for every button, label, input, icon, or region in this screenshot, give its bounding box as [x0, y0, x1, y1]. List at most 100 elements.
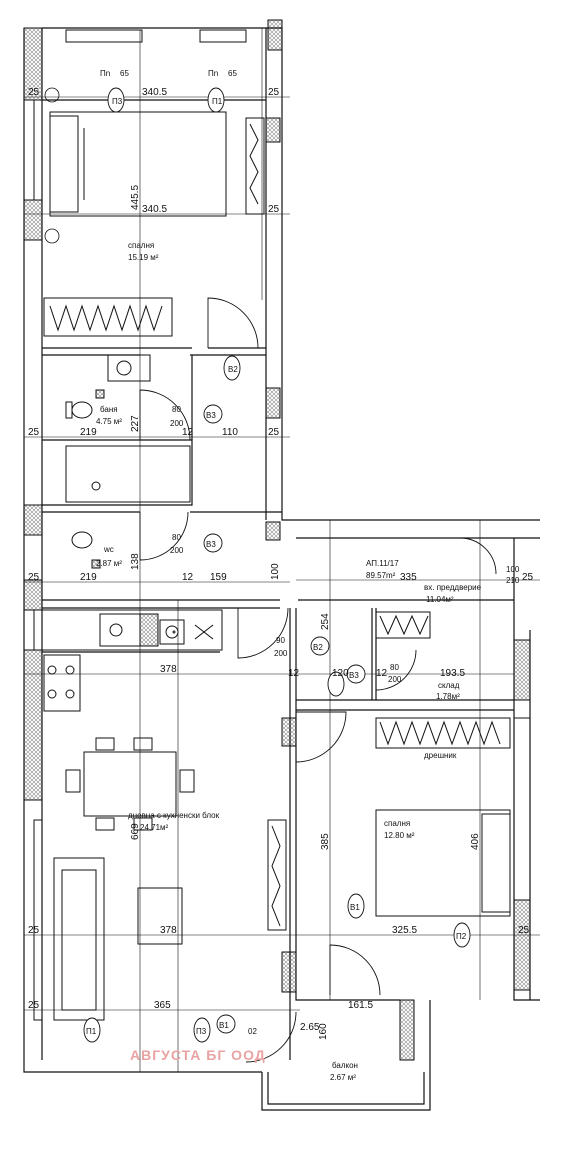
window-height-tag: Пn	[100, 69, 110, 78]
door-tag: В3	[349, 671, 359, 680]
dim-label: 378	[160, 925, 177, 936]
window-tag: П3	[196, 1027, 207, 1036]
dim-label: 25	[518, 925, 530, 936]
window-tag: П3	[112, 97, 123, 106]
dim-label: 12	[182, 572, 194, 583]
door-tag: В1	[350, 903, 360, 912]
bathroom-fixtures	[65, 354, 191, 569]
dim-label: 161.5	[348, 1000, 373, 1011]
bed-1	[49, 111, 227, 217]
wardrobe-right-1	[245, 117, 265, 215]
door-swings	[139, 297, 497, 1063]
window-tag: П1	[212, 97, 223, 106]
structural-walls	[23, 19, 531, 1061]
room-name-balcony: балкон	[332, 1061, 358, 1070]
dim-label: 219	[80, 572, 97, 583]
dim-label: 445.5	[130, 185, 141, 210]
dim-label: 219	[80, 427, 97, 438]
dim-label: 100	[270, 563, 281, 580]
dim-label: 385	[320, 833, 331, 850]
window-height-tag: Пn	[208, 69, 218, 78]
dim-label: 193.5	[440, 668, 465, 679]
windows	[33, 29, 531, 1021]
dimension-lines	[24, 28, 540, 1072]
door-size-tag: 80	[172, 533, 181, 542]
window-size-tag: 100	[506, 565, 520, 574]
sofa	[53, 857, 183, 1021]
door-tag: В3	[206, 540, 216, 549]
dim-label: 25	[268, 87, 280, 98]
door-size-tag: 02	[248, 1027, 257, 1036]
door-size-tag: 200	[170, 419, 184, 428]
door-size-tag: 80	[172, 405, 181, 414]
room-name-living: дневна с кухненски блок	[128, 811, 220, 820]
room-area-bedroom1: 15.19 м²	[128, 253, 159, 262]
wardrobe-2	[375, 717, 511, 749]
radiator-icon	[44, 87, 60, 103]
room-name-storage: склад	[438, 681, 460, 690]
dim-label: 138	[130, 553, 141, 570]
room-name-bedroom1: спалня	[128, 241, 154, 250]
room-area-balcony: 2.67 м²	[330, 1073, 356, 1082]
door-size-tag: 200	[388, 675, 402, 684]
dim-label: 160	[318, 1023, 329, 1040]
dim-label: 669	[130, 823, 141, 840]
door-size-tag: 200	[274, 649, 288, 658]
dim-label: 25	[268, 427, 280, 438]
room-area-wc: 2.87 м²	[96, 559, 122, 568]
room-name-wc: wc	[103, 545, 114, 554]
company-watermark: АВГУСТА БГ ООД	[130, 1047, 266, 1063]
door-tag: В1	[219, 1021, 229, 1030]
dim-label: 25	[28, 87, 40, 98]
room-name-wardrobe: дрешник	[424, 751, 457, 760]
window-height-tag: 65	[228, 69, 237, 78]
dining-table	[65, 737, 195, 831]
room-area-storage: 1.78м²	[436, 692, 460, 701]
tv-cabinet	[267, 819, 287, 931]
dim-label: 254	[320, 613, 331, 630]
dim-label: 110	[222, 427, 238, 438]
wardrobe-3	[375, 611, 431, 639]
room-area-bedroom2: 12.80 м²	[384, 831, 415, 840]
dim-label: 227	[130, 415, 141, 432]
dim-label: 365	[154, 1000, 171, 1011]
dim-label: 340.5	[142, 204, 167, 215]
dim-label: 340.5	[142, 87, 167, 98]
dim-label: 25	[28, 572, 40, 583]
bed-2	[375, 809, 511, 917]
dim-label: 325.5	[392, 925, 417, 936]
window-tag: П1	[86, 1027, 97, 1036]
door-size-tag: 80	[390, 663, 399, 672]
room-name-bath: баня	[100, 405, 118, 414]
wall-outlines	[23, 27, 540, 1111]
dim-label: 25	[268, 204, 280, 215]
door-size-tag: 90	[276, 636, 285, 645]
dim-label: 406	[470, 833, 481, 850]
window-height-tag: 65	[120, 69, 129, 78]
room-name-bedroom2: спалня	[384, 819, 410, 828]
dim-label: 378	[160, 664, 177, 675]
room-area-bath: 4.75 м²	[96, 417, 122, 426]
apartment-area: 89.57m²	[366, 571, 396, 580]
dim-label: 12	[376, 668, 388, 679]
door-tag: В2	[313, 643, 323, 652]
dim-label: 2.65	[300, 1022, 320, 1033]
apartment-number: АП.11/17	[366, 559, 399, 568]
wardrobe-1	[43, 297, 173, 337]
dim-label: 335	[400, 572, 417, 583]
room-area-living: 24.71м²	[140, 823, 169, 832]
dim-label: 159	[210, 572, 227, 583]
radiator-icon	[44, 228, 60, 244]
dim-label: 25	[522, 572, 534, 583]
window-size-tag: 210	[506, 576, 520, 585]
dim-label: 12	[288, 668, 300, 679]
door-tag: В2	[228, 365, 238, 374]
door-tag: В3	[206, 411, 216, 420]
dim-label: 120	[332, 668, 349, 679]
dim-label: 12	[182, 427, 194, 438]
tag-circles	[83, 87, 471, 1043]
room-area-hall: 11.04м²	[426, 595, 454, 604]
dim-label: 25	[28, 1000, 40, 1011]
door-size-tag: 200	[170, 546, 184, 555]
